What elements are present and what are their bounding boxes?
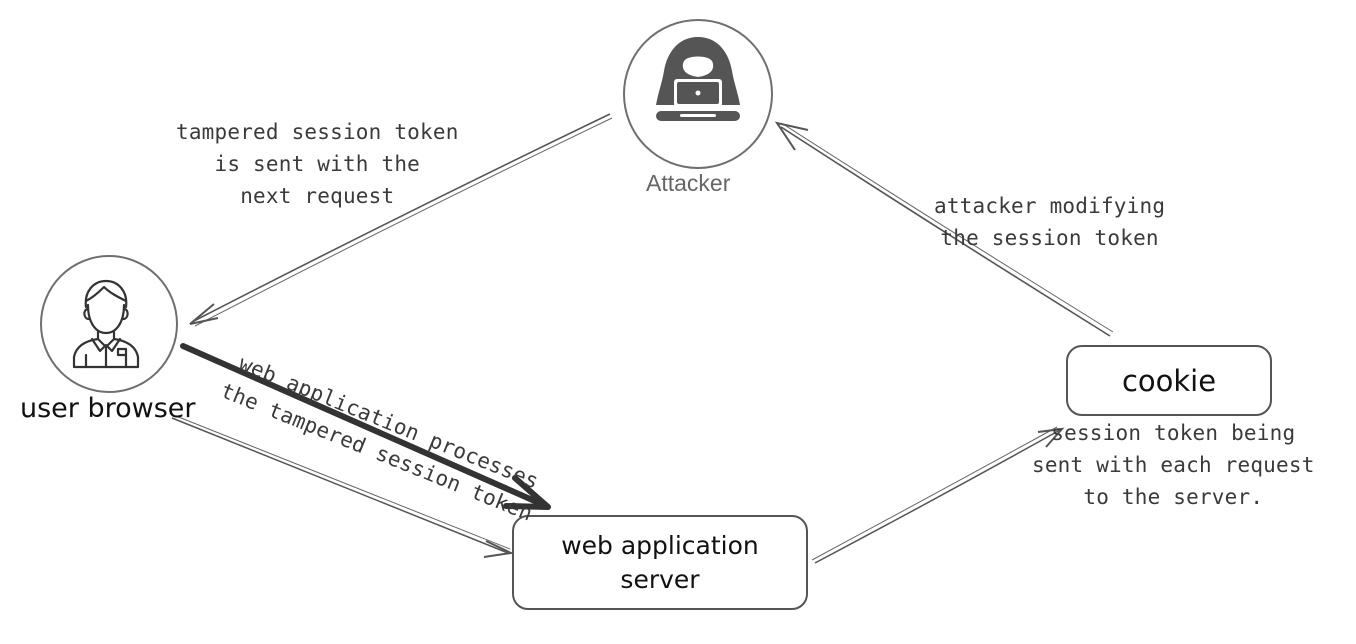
annotation-line: to the server. bbox=[1083, 485, 1264, 509]
cookie-node: cookie bbox=[1066, 345, 1272, 416]
attacker-label: Attacker bbox=[646, 170, 731, 196]
web-server-label-line1: web application bbox=[561, 530, 759, 560]
user-browser-node bbox=[40, 255, 178, 393]
user-browser-label: user browser bbox=[20, 393, 196, 424]
annotation-line: tampered session token bbox=[176, 120, 459, 144]
arrow-user-to-server bbox=[171, 415, 515, 558]
arrow-server-to-cookie bbox=[811, 426, 1065, 564]
attacker-node bbox=[623, 19, 773, 169]
cookie-label: cookie bbox=[1121, 363, 1217, 398]
annotation-attacker-modifying: attacker modifying the session token bbox=[934, 190, 1165, 254]
annotation-line: attacker modifying bbox=[934, 194, 1166, 218]
hacker-icon bbox=[656, 37, 740, 121]
annotation-tampered-sent: tampered session token is sent with the … bbox=[176, 116, 459, 212]
annotation-line: is sent with the bbox=[214, 152, 421, 176]
annotation-token-each-request: session token being sent with each reque… bbox=[1032, 417, 1315, 513]
user-icon bbox=[72, 279, 140, 369]
annotation-line: the session token bbox=[940, 226, 1159, 250]
annotation-line: next request bbox=[240, 184, 395, 208]
web-server-node: web application server bbox=[512, 515, 808, 610]
arrow-cookie-to-attacker bbox=[774, 121, 1114, 337]
annotation-line: sent with each request bbox=[1032, 453, 1315, 477]
annotation-line: session token being bbox=[1051, 421, 1296, 445]
arrow-user-to-server-bold bbox=[180, 343, 551, 510]
web-server-label-line2: server bbox=[620, 564, 700, 594]
arrow-attacker-to-user bbox=[189, 113, 613, 327]
